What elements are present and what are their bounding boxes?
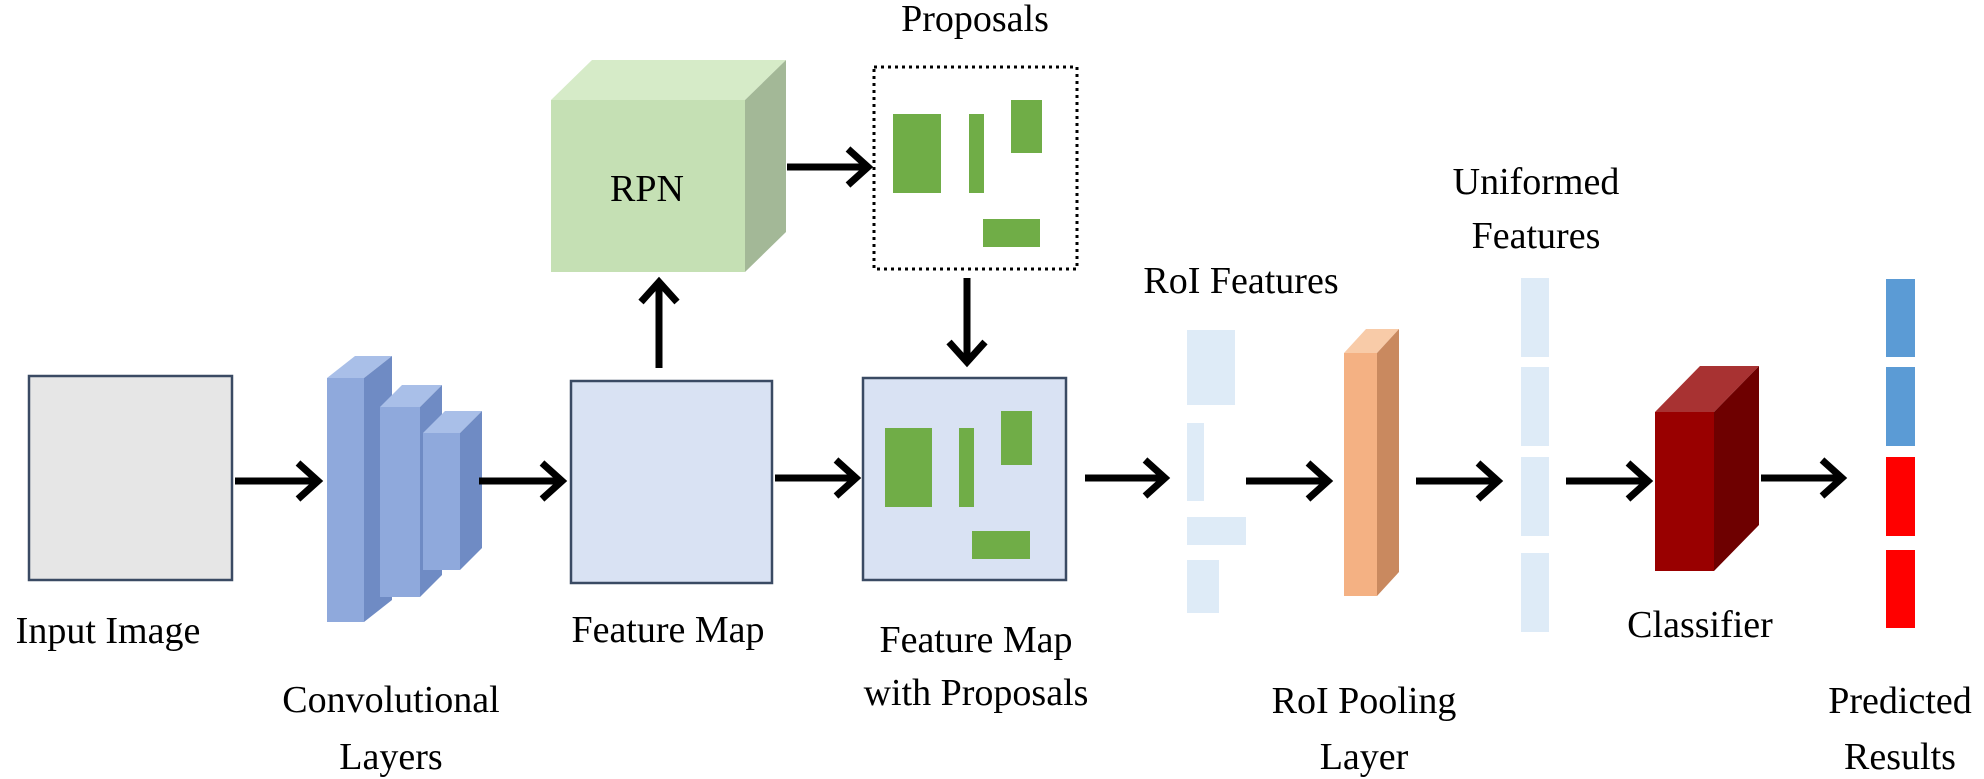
proposals-box bbox=[872, 65, 1079, 271]
convolutional-layers-label-line2: Layers bbox=[339, 736, 442, 778]
uniformed-features-block bbox=[1521, 278, 1549, 632]
classifier-label: Classifier bbox=[1627, 604, 1773, 646]
right-arrow-icon bbox=[775, 457, 862, 499]
proposal-region bbox=[972, 531, 1030, 559]
input-image-label: Input Image bbox=[16, 610, 201, 652]
classifier-cube bbox=[1655, 366, 1759, 571]
right-arrow-icon bbox=[787, 146, 874, 188]
right-arrow-icon bbox=[1761, 457, 1848, 499]
down-arrow-icon bbox=[946, 278, 988, 368]
predicted-results-label-line1: Predicted bbox=[1828, 680, 1972, 722]
right-arrow-icon bbox=[1246, 460, 1334, 502]
proposal-region bbox=[893, 114, 941, 193]
feature-map-with-proposals-label-line1: Feature Map bbox=[879, 619, 1072, 661]
feature-map-with-proposals-box bbox=[861, 376, 1068, 582]
proposal-region bbox=[1001, 411, 1032, 465]
right-arrow-icon bbox=[479, 460, 568, 502]
predicted-results-block bbox=[1886, 279, 1915, 628]
feature-map-label: Feature Map bbox=[571, 609, 764, 651]
right-arrow-icon bbox=[1566, 460, 1654, 502]
proposals-label: Proposals bbox=[901, 0, 1049, 40]
uniformed-features-label-line2: Features bbox=[1472, 215, 1601, 257]
uniformed-features-label-line1: Uniformed bbox=[1453, 161, 1620, 203]
feature-map-with-proposals-label-line2: with Proposals bbox=[864, 672, 1089, 714]
proposal-region bbox=[959, 428, 974, 507]
proposal-region bbox=[1011, 100, 1042, 153]
convolutional-layers-label-line1: Convolutional bbox=[282, 679, 499, 721]
right-arrow-icon bbox=[1416, 460, 1504, 502]
right-arrow-icon bbox=[1085, 457, 1171, 499]
rpn-label: RPN bbox=[610, 168, 684, 210]
roi-pooling-layer-slab bbox=[1344, 329, 1399, 596]
right-arrow-icon bbox=[235, 460, 324, 502]
proposal-region bbox=[885, 428, 932, 507]
roi-pooling-layer-label-line1: RoI Pooling bbox=[1272, 680, 1457, 722]
roi-features-label: RoI Features bbox=[1143, 260, 1338, 302]
up-arrow-icon bbox=[638, 276, 680, 368]
input-image-box bbox=[27, 374, 234, 582]
rpn-cube bbox=[551, 60, 786, 272]
roi-pooling-layer-label-line2: Layer bbox=[1320, 736, 1409, 778]
proposal-region bbox=[983, 219, 1040, 247]
roi-features-block bbox=[1187, 330, 1246, 613]
feature-map-box bbox=[569, 379, 774, 585]
predicted-results-label-line2: Results bbox=[1844, 736, 1956, 778]
convolutional-layers-block bbox=[327, 356, 482, 622]
proposal-region bbox=[969, 114, 984, 193]
